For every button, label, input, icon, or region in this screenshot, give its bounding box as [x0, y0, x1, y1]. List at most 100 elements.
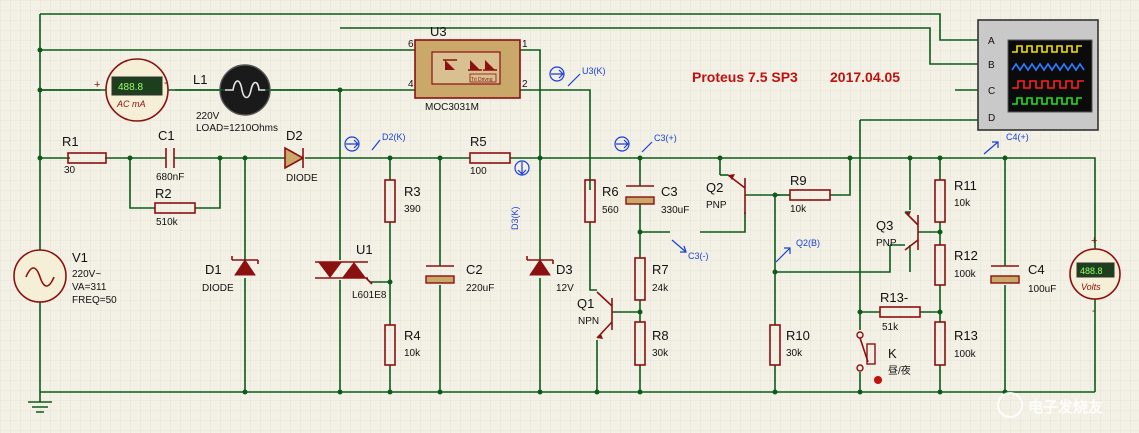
r3-value: 390 — [404, 204, 421, 215]
scope-pin-a: A — [988, 36, 995, 47]
r13b-value: 100k — [954, 349, 977, 360]
voltmeter-minus: - — [1092, 305, 1096, 317]
r13a-value: 51k — [882, 322, 899, 333]
u1-triac[interactable]: U1 L601E8 — [315, 242, 387, 301]
probe-c4plus[interactable]: C4(+) — [983, 132, 1029, 155]
q1-npn-transistor[interactable]: Q1 NPN — [577, 291, 613, 339]
r9-resistor[interactable]: R9 10k — [789, 173, 831, 215]
r9-value: 10k — [790, 204, 807, 215]
u3-pin1: 1 — [522, 39, 528, 50]
software-title: Proteus 7.5 SP3 — [692, 69, 798, 85]
probe-c4plus-label: C4(+) — [1006, 132, 1029, 142]
l1-label: L1 — [193, 72, 207, 87]
k-switch[interactable]: K 昼/夜 — [856, 331, 911, 384]
c3-label: C3 — [661, 184, 678, 199]
probes: D2(K) D3(K) U3(K) C3(+) C3(-) Q2(B) — [344, 66, 1029, 263]
r7-value: 24k — [652, 283, 669, 294]
q2-label: Q2 — [706, 180, 723, 195]
q3-value: PNP — [876, 238, 897, 249]
c2-capacitor[interactable]: C2 220uF — [425, 262, 494, 294]
r5-resistor[interactable]: R5 100 — [469, 134, 511, 177]
l1-voltage: 220V — [196, 111, 220, 122]
u3-inner-label: Tri Drivng — [471, 77, 493, 83]
voltmeter-plus: + — [1091, 235, 1097, 247]
u3-pin6: 6 — [408, 39, 414, 50]
probe-d2k-label: D2(K) — [382, 132, 406, 142]
r6-value: 560 — [602, 205, 619, 216]
q3-pnp-transistor[interactable]: Q3 PNP — [876, 211, 919, 251]
q3-label: Q3 — [876, 218, 893, 233]
d3-zener[interactable]: D3 12V — [526, 256, 574, 294]
r1-label: R1 — [62, 134, 79, 149]
v1-ac-source[interactable]: V1 220V~ VA=311 FREQ=50 — [13, 249, 117, 306]
r4-resistor[interactable]: R4 10k — [384, 324, 421, 366]
u3-value: MOC3031M — [425, 102, 479, 113]
probe-u3k-label: U3(K) — [582, 66, 606, 76]
probe-u3k[interactable]: U3(K) — [549, 66, 606, 87]
u3-optocoupler[interactable]: Tri Drivng U3 MOC3031M 6 4 1 2 — [408, 24, 528, 113]
r2-resistor[interactable]: R2 510k — [154, 186, 196, 228]
r7-resistor[interactable]: R7 24k — [634, 257, 669, 301]
c4-value: 100uF — [1028, 284, 1056, 295]
c1-value: 680nF — [156, 172, 184, 183]
probe-d3k-label: D3(K) — [510, 206, 520, 230]
junctions — [37, 47, 1008, 395]
r8-value: 30k — [652, 348, 669, 359]
d2-diode[interactable]: D2 DIODE — [284, 128, 318, 184]
r12-resistor[interactable]: R12 100k — [934, 244, 978, 286]
r3-label: R3 — [404, 184, 421, 199]
probe-c3plus[interactable]: C3(+) — [614, 133, 677, 153]
probe-q2b[interactable]: Q2(B) — [775, 238, 820, 263]
probe-d3k[interactable]: D3(K) — [510, 160, 530, 230]
scope-pin-c: C — [988, 86, 995, 97]
r7-label: R7 — [652, 262, 669, 277]
watermark: 电子发烧友 — [997, 392, 1103, 418]
c3-capacitor[interactable]: C3 330uF — [625, 182, 689, 216]
probe-q2b-label: Q2(B) — [796, 238, 820, 248]
ammeter-plus: + — [94, 79, 100, 91]
r13b-resistor[interactable]: R13 100k — [934, 321, 978, 366]
probe-d2k[interactable]: D2(K) — [344, 132, 406, 152]
r1-resistor[interactable]: R1 30 — [62, 134, 107, 176]
d2-label: D2 — [286, 128, 303, 143]
d1-zener[interactable]: D1 DIODE — [202, 256, 259, 294]
r3-resistor[interactable]: R3 390 — [384, 179, 421, 223]
d2-value: DIODE — [286, 173, 318, 184]
c4-capacitor[interactable]: C4 100uF — [990, 262, 1056, 295]
r11-resistor[interactable]: R11 10k — [934, 178, 977, 223]
ammeter[interactable]: 488.8 AC mA + - — [94, 58, 169, 122]
k-label: K — [888, 346, 897, 361]
r10-value: 30k — [786, 348, 803, 359]
c1-capacitor[interactable]: C1 680nF — [156, 128, 184, 183]
u1-label: U1 — [356, 242, 373, 257]
l1-lamp[interactable]: L1 220V LOAD=1210Ohms — [193, 64, 278, 134]
voltmeter[interactable]: 488.8 Volts + - — [1069, 235, 1121, 317]
r8-resistor[interactable]: R8 30k — [634, 321, 669, 366]
q2-pnp-transistor[interactable]: Q2 PNP — [706, 174, 746, 214]
d3-value: 12V — [556, 283, 574, 294]
r1-value: 30 — [64, 165, 76, 176]
r5-value: 100 — [470, 166, 487, 177]
v1-freq: FREQ=50 — [72, 295, 117, 306]
c2-value: 220uF — [466, 283, 494, 294]
r2-value: 510k — [156, 217, 179, 228]
d1-value: DIODE — [202, 283, 234, 294]
u3-pin2: 2 — [522, 79, 528, 90]
scope-pin-d: D — [988, 113, 995, 124]
ammeter-reading: 488.8 — [118, 82, 143, 93]
r10-resistor[interactable]: R10 30k — [769, 324, 810, 366]
ammeter-minus: - — [164, 77, 168, 89]
l1-load: LOAD=1210Ohms — [196, 123, 278, 134]
r6-resistor[interactable]: R6 560 — [584, 179, 619, 223]
r12-value: 100k — [954, 269, 977, 280]
probe-c3minus[interactable]: C3(-) — [671, 239, 709, 261]
c4-label: C4 — [1028, 262, 1045, 277]
r8-label: R8 — [652, 328, 669, 343]
diagram-date: 2017.04.05 — [830, 69, 900, 85]
r13b-label: R13 — [954, 328, 978, 343]
r13a-resistor[interactable]: R13- 51k — [879, 290, 921, 333]
probe-c3plus-label: C3(+) — [654, 133, 677, 143]
scope-pin-b: B — [988, 60, 995, 71]
oscilloscope[interactable]: A B C D — [955, 19, 1099, 131]
